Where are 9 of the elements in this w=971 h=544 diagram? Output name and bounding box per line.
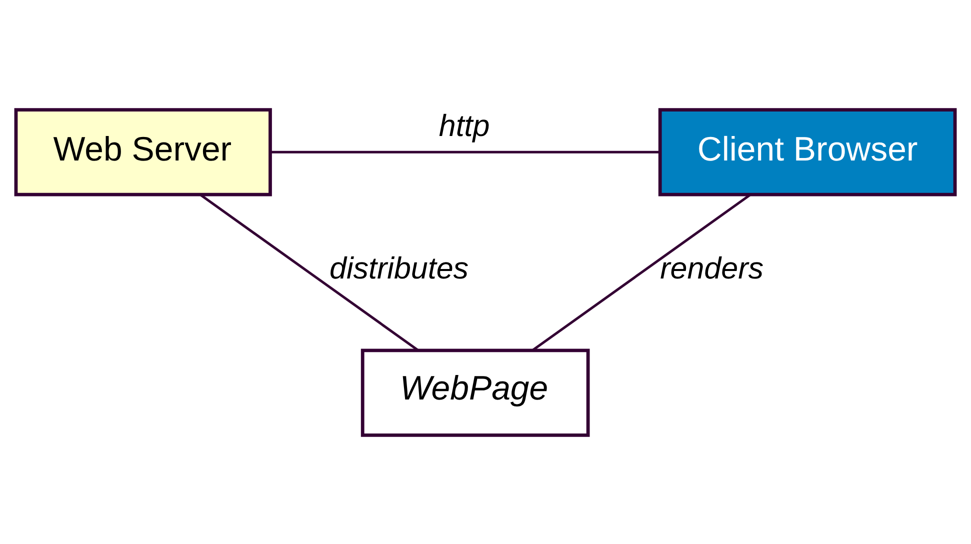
node-box: WebPage bbox=[360, 348, 590, 436]
connector bbox=[270, 150, 660, 153]
edge-label: renders bbox=[660, 250, 764, 285]
edge-label: http bbox=[438, 108, 490, 142]
edge-label: distributes bbox=[330, 250, 469, 285]
node-box: Web Server bbox=[14, 108, 272, 196]
connector bbox=[532, 193, 752, 351]
node-box: Client Browser bbox=[658, 108, 957, 196]
connector bbox=[199, 193, 419, 351]
